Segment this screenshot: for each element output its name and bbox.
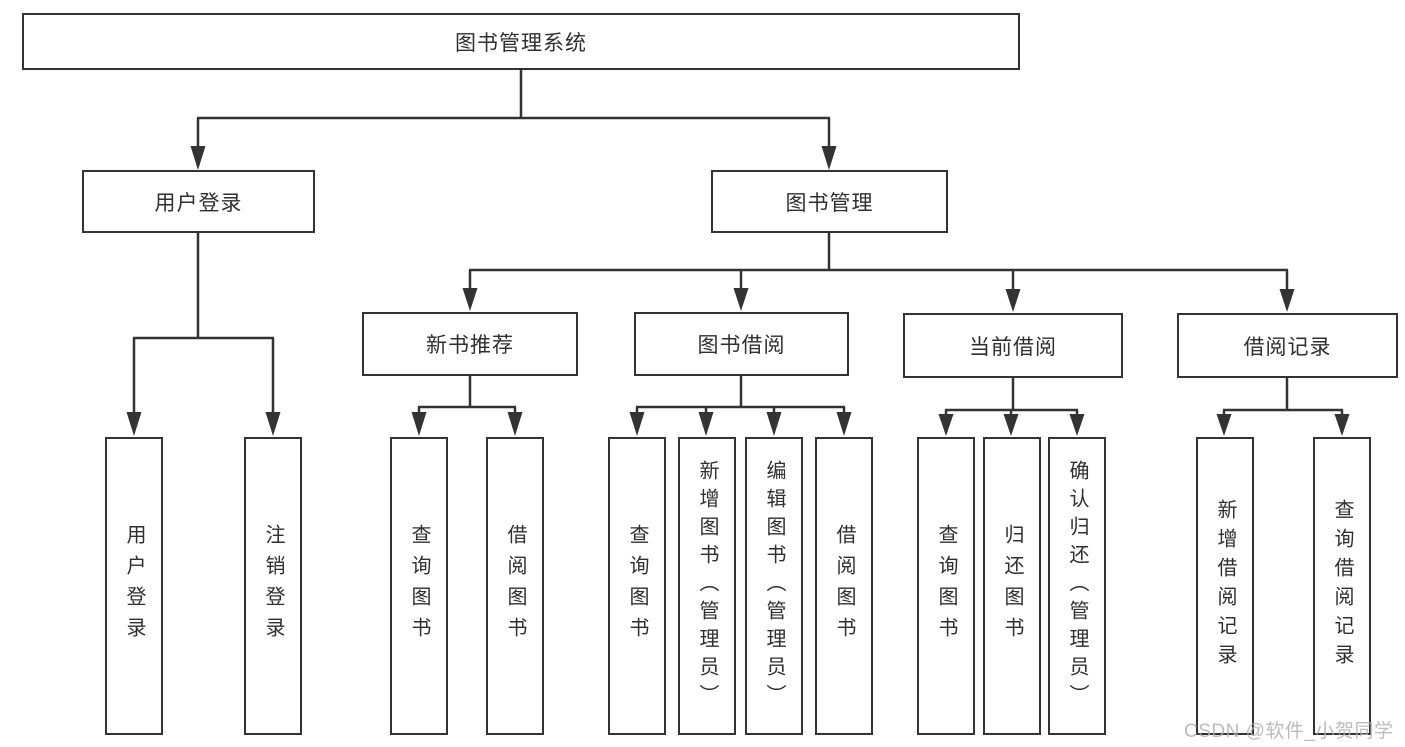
node-book-manage: 图书管理: [711, 170, 948, 233]
connector-borrow-to-leaves: [629, 376, 852, 436]
leaf-current-return-book: 归还图书: [983, 437, 1041, 735]
leaf-label: 查询图书: [935, 524, 957, 648]
leaf-label: 查询图书: [408, 524, 430, 648]
node-label: 新书推荐: [426, 334, 514, 357]
leaf-label: 注销登录: [262, 524, 284, 648]
leaf-current-confirm-return-admin: 确认归还（管理员）: [1048, 437, 1106, 735]
leaf-label: 借阅图书: [833, 524, 855, 648]
node-label: 当前借阅: [969, 335, 1057, 359]
connector-records-to-leaves: [1216, 378, 1350, 436]
node-label: 图书借阅: [697, 334, 786, 357]
node-borrow-records: 借阅记录: [1177, 313, 1398, 378]
node-label: 借阅记录: [1243, 335, 1332, 359]
node-label: 图书管理系统: [455, 31, 587, 55]
connector-manage-to-l3: [462, 233, 1295, 312]
leaf-logout: 注销登录: [244, 437, 302, 735]
leaf-label: 编辑图书（管理员）: [763, 460, 785, 712]
leaf-borrow-query-book: 查询图书: [608, 437, 666, 735]
leaf-label: 查询借阅记录: [1331, 499, 1353, 673]
leaf-label: 用户登录: [123, 524, 145, 648]
leaf-records-add-record: 新增借阅记录: [1196, 437, 1254, 735]
leaf-current-query-book: 查询图书: [917, 437, 975, 735]
leaf-recommend-query-book: 查询图书: [390, 437, 448, 735]
leaf-label: 确认归还（管理员）: [1066, 460, 1088, 712]
leaf-label: 新增借阅记录: [1214, 499, 1236, 673]
leaf-borrow-add-book-admin: 新增图书（管理员）: [678, 437, 736, 735]
node-book-borrow: 图书借阅: [634, 312, 849, 376]
leaf-label: 新增图书（管理员）: [696, 460, 718, 712]
leaf-borrow-borrow-book: 借阅图书: [815, 437, 873, 735]
csdn-watermark: CSDN @软件_小贺同学: [1184, 721, 1394, 742]
connector-current-to-leaves: [938, 378, 1085, 436]
leaf-label: 借阅图书: [504, 524, 526, 648]
connector-recommend-to-leaves: [411, 376, 523, 436]
node-new-book-recommend: 新书推荐: [362, 312, 578, 376]
leaf-borrow-edit-book-admin: 编辑图书（管理员）: [745, 437, 803, 735]
leaf-label: 归还图书: [1001, 524, 1023, 648]
leaf-records-query-record: 查询借阅记录: [1313, 437, 1371, 735]
node-label: 用户登录: [154, 191, 243, 215]
connector-login-to-leaves: [126, 233, 281, 436]
node-label: 图书管理: [785, 191, 874, 215]
node-current-borrow: 当前借阅: [903, 313, 1123, 378]
node-root-system: 图书管理系统: [22, 13, 1020, 70]
connector-root-to-l2: [190, 70, 837, 170]
leaf-user-login: 用户登录: [105, 437, 163, 735]
leaf-label: 查询图书: [626, 524, 648, 648]
leaf-recommend-borrow-book: 借阅图书: [486, 437, 544, 735]
node-user-login: 用户登录: [82, 170, 315, 233]
